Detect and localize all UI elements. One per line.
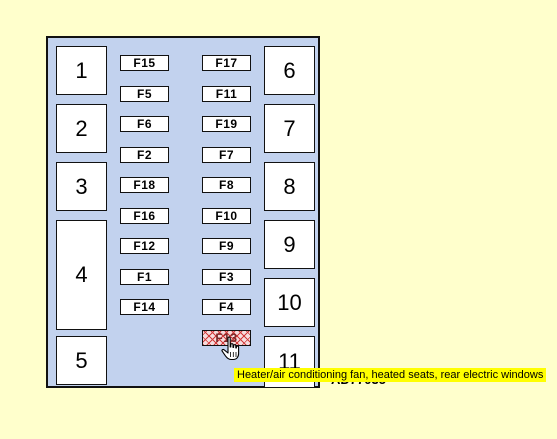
fuse-f10[interactable]: F10 bbox=[202, 208, 251, 224]
fuse-box-panel: 1 2 3 4 5 6 7 8 9 10 11 F15 F5 F6 F2 F18… bbox=[46, 36, 320, 388]
fuse-f5[interactable]: F5 bbox=[120, 86, 169, 102]
fuse-f11[interactable]: F11 bbox=[202, 86, 251, 102]
fuse-tooltip: Heater/air conditioning fan, heated seat… bbox=[234, 368, 547, 382]
fuse-f1[interactable]: F1 bbox=[120, 269, 169, 285]
fuse-f6[interactable]: F6 bbox=[120, 116, 169, 132]
fuse-f2[interactable]: F2 bbox=[120, 147, 169, 163]
relay-9[interactable]: 9 bbox=[264, 220, 315, 269]
relay-6[interactable]: 6 bbox=[264, 46, 315, 95]
fuse-f19[interactable]: F19 bbox=[202, 116, 251, 132]
relay-3[interactable]: 3 bbox=[56, 162, 107, 211]
fuse-f17[interactable]: F17 bbox=[202, 55, 251, 71]
fuse-f9[interactable]: F9 bbox=[202, 238, 251, 254]
fuse-f4[interactable]: F4 bbox=[202, 299, 251, 315]
fuse-f8[interactable]: F8 bbox=[202, 177, 251, 193]
fuse-f14[interactable]: F14 bbox=[120, 299, 169, 315]
fuse-f18[interactable]: F18 bbox=[120, 177, 169, 193]
fuse-f7[interactable]: F7 bbox=[202, 147, 251, 163]
relay-2[interactable]: 2 bbox=[56, 104, 107, 153]
relay-10[interactable]: 10 bbox=[264, 278, 315, 327]
fuse-f15[interactable]: F15 bbox=[120, 55, 169, 71]
hand-pointer-icon bbox=[221, 336, 240, 361]
relay-8[interactable]: 8 bbox=[264, 162, 315, 211]
relay-5[interactable]: 5 bbox=[56, 336, 107, 385]
relay-4[interactable]: 4 bbox=[56, 220, 107, 330]
fuse-f13-highlighted[interactable]: F13 bbox=[202, 330, 251, 346]
fuse-f16[interactable]: F16 bbox=[120, 208, 169, 224]
fuse-f12[interactable]: F12 bbox=[120, 238, 169, 254]
fuse-f3[interactable]: F3 bbox=[202, 269, 251, 285]
relay-7[interactable]: 7 bbox=[264, 104, 315, 153]
relay-1[interactable]: 1 bbox=[56, 46, 107, 95]
